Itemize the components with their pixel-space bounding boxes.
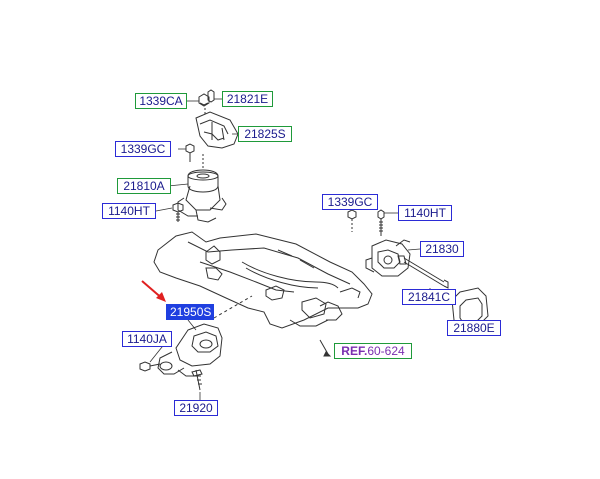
- part-label-21825S[interactable]: 21825S: [238, 126, 292, 142]
- roll-rod-mount: [139, 295, 253, 391]
- reference-prefix: REF.: [341, 344, 368, 358]
- reference-number: 60-624: [367, 344, 405, 358]
- transmission-mount: [347, 209, 489, 329]
- engine-mount-upper: [172, 89, 239, 223]
- part-label-1140HT-left[interactable]: 1140HT: [102, 203, 156, 219]
- reference-link[interactable]: REF.60-624: [334, 343, 412, 359]
- part-label-1140JA[interactable]: 1140JA: [122, 331, 172, 347]
- part-label-21880E[interactable]: 21880E: [447, 320, 501, 336]
- part-label-21821E[interactable]: 21821E: [222, 91, 273, 107]
- part-label-21841C[interactable]: 21841C: [402, 289, 456, 305]
- part-label-1339GC-left[interactable]: 1339GC: [115, 141, 171, 157]
- part-label-21920[interactable]: 21920: [174, 400, 218, 416]
- part-label-21830[interactable]: 21830: [420, 241, 464, 257]
- part-label-1339GC-right[interactable]: 1339GC: [322, 194, 378, 210]
- part-label-1140HT-right[interactable]: 1140HT: [398, 205, 452, 221]
- part-label-21810A[interactable]: 21810A: [117, 178, 171, 194]
- part-label-1339CA[interactable]: 1339CA: [135, 93, 187, 109]
- pointer-arrow-icon: [141, 280, 166, 302]
- part-label-21950S[interactable]: 21950S: [166, 304, 214, 320]
- subframe: [153, 231, 373, 357]
